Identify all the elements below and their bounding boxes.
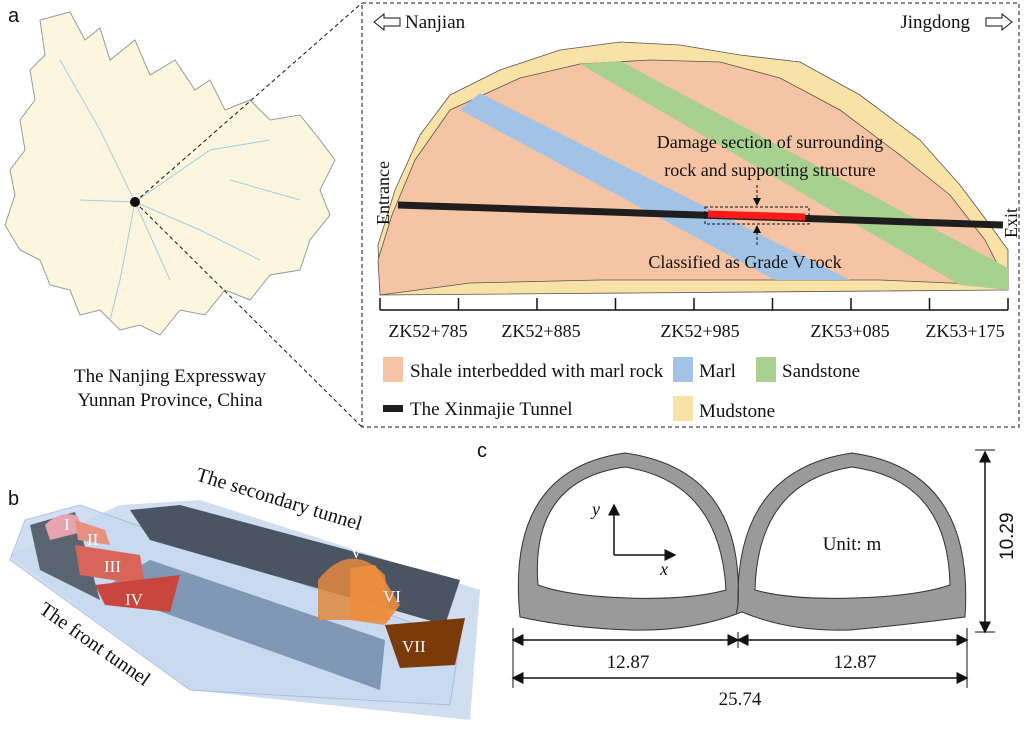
- svg-text:Shale interbedded with marl ro: Shale interbedded with marl rock: [410, 361, 664, 382]
- station-label: ZK53+085: [810, 321, 889, 341]
- station-label: ZK52+985: [660, 321, 739, 341]
- svg-text:Marl: Marl: [699, 361, 736, 382]
- svg-text:IV: IV: [125, 590, 144, 609]
- legend: Shale interbedded with marl rock Marl Sa…: [383, 357, 860, 422]
- entrance-label: Entrance: [373, 161, 393, 225]
- arrow-left-icon: [373, 12, 401, 32]
- damage-note-line2: rock and supporting structure: [664, 160, 875, 180]
- svg-text:I: I: [64, 515, 70, 534]
- station-axis: [379, 298, 1009, 311]
- width-right-label: 12.87: [834, 652, 877, 673]
- width-total-label: 25.74: [719, 689, 762, 710]
- map-caption-line2: Yunnan Province, China: [77, 390, 263, 411]
- axis-x-label: x: [659, 559, 668, 579]
- unit-label: Unit: m: [823, 534, 882, 555]
- arrow-right-icon: [985, 12, 1013, 32]
- width-left-label: 12.87: [607, 652, 650, 673]
- svg-text:III: III: [104, 557, 121, 576]
- svg-text:VII: VII: [402, 637, 426, 656]
- damage-note-line1: Damage section of surrounding: [657, 132, 883, 152]
- direction-left: Nanjian: [405, 12, 466, 33]
- svg-text:Mudstone: Mudstone: [699, 401, 775, 422]
- profile-frame: [361, 2, 1020, 428]
- yunnan-map: [4, 11, 336, 336]
- svg-text:The Xinmajie Tunnel: The Xinmajie Tunnel: [410, 399, 573, 420]
- exit-label: Exit: [1001, 208, 1021, 238]
- grade-note: Classified as Grade V rock: [648, 252, 841, 272]
- station-label: ZK53+175: [925, 321, 1004, 341]
- tunnel-3d-model: [9, 500, 480, 720]
- tunnel-cross-section: [511, 449, 995, 688]
- map-caption-line1: The Nanjing Expressway: [74, 366, 267, 387]
- geological-profile: [377, 41, 1009, 296]
- station-label: ZK52+885: [501, 321, 580, 341]
- svg-text:V: V: [350, 543, 363, 562]
- panel-label-c: c: [477, 440, 487, 462]
- direction-right: Jingdong: [900, 12, 970, 33]
- height-label: 10.29: [997, 512, 1018, 560]
- svg-text:VI: VI: [383, 587, 401, 606]
- panel-label-b: b: [8, 488, 19, 510]
- svg-text:Sandstone: Sandstone: [782, 361, 860, 382]
- axis-y-label: y: [590, 499, 600, 519]
- station-label: ZK52+785: [388, 321, 467, 341]
- panel-label-a: a: [8, 5, 20, 27]
- svg-text:II: II: [87, 530, 99, 549]
- section-labels: I II III IV V VI VII: [64, 515, 426, 656]
